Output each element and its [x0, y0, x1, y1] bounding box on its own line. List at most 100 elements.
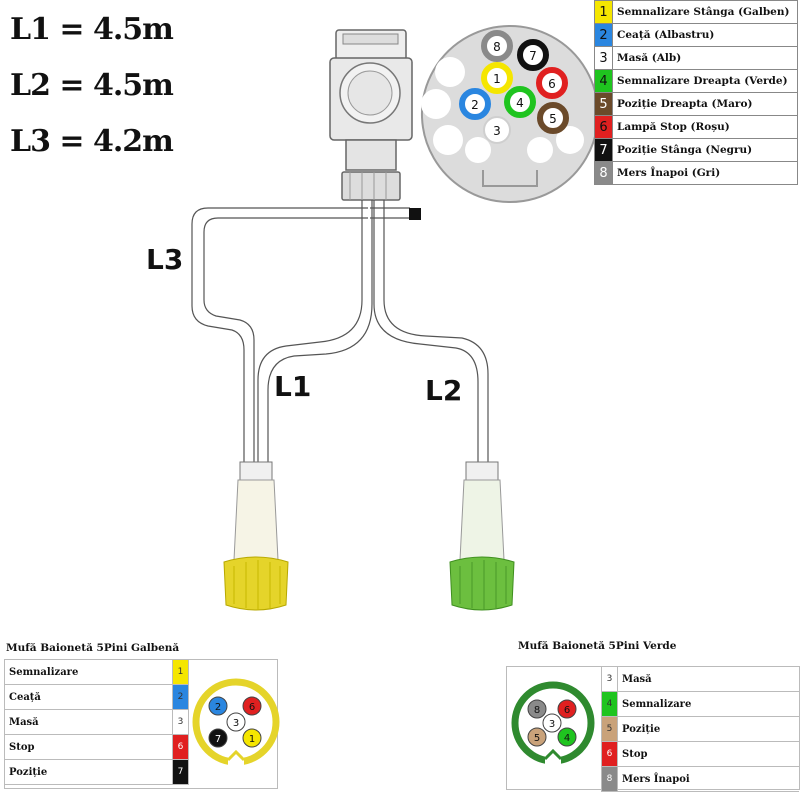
- cable-end-cap: [409, 208, 421, 220]
- main-connector: [329, 29, 413, 201]
- socket-pin-5: 5: [537, 102, 569, 134]
- socket-pin-1: 1: [481, 62, 513, 94]
- yellow-row-swatch: 7: [172, 759, 189, 785]
- green-row-label: Mers Înapoi: [617, 766, 799, 792]
- length-l2: L2 = 4.5m: [10, 68, 174, 103]
- svg-text:3: 3: [549, 719, 555, 730]
- socket-pin-6: 6: [536, 67, 568, 99]
- legend-label: Poziție Dreapta (Maro): [612, 92, 798, 116]
- yellow-plug: [223, 461, 289, 611]
- yellow-pin-3: 3: [226, 712, 246, 732]
- legend-swatch: 8: [594, 161, 613, 185]
- legend-swatch: 4: [594, 69, 613, 93]
- green-plug: [449, 461, 515, 611]
- svg-text:7: 7: [215, 734, 221, 745]
- green-row-swatch: 4: [601, 691, 618, 717]
- green-pin-4: 4: [557, 727, 577, 747]
- cable-label-l2: L2: [425, 374, 462, 407]
- green-row-swatch: 8: [601, 766, 618, 792]
- yellow-pin-1: 1: [242, 728, 262, 748]
- svg-text:7: 7: [529, 49, 537, 63]
- yellow-row-swatch: 3: [172, 709, 189, 735]
- cable-label-l1: L1: [274, 370, 311, 403]
- yellow-pin-6: 6: [242, 696, 262, 716]
- green-row-label: Masă: [617, 667, 799, 692]
- cables: [191, 200, 489, 465]
- yellow-row-swatch: 1: [172, 660, 189, 685]
- svg-text:3: 3: [233, 718, 239, 729]
- yellow-row-label: Semnalizare: [5, 660, 173, 685]
- socket-pin-3: 3: [483, 116, 511, 144]
- green-pin-6: 6: [557, 699, 577, 719]
- green-row-label: Semnalizare: [617, 691, 799, 717]
- yellow-plug-title: Mufă Baionetă 5Pini Galbenă: [6, 642, 180, 654]
- svg-text:6: 6: [548, 77, 556, 91]
- svg-text:8: 8: [493, 40, 501, 54]
- legend-swatch: 5: [594, 92, 613, 116]
- svg-text:1: 1: [493, 72, 501, 86]
- green-row-label: Poziție: [617, 716, 799, 742]
- legend-label: Mers Înapoi (Gri): [612, 161, 798, 185]
- socket-pin-4: 4: [504, 86, 536, 118]
- green-plug-title: Mufă Baionetă 5Pini Verde: [518, 640, 677, 652]
- length-l3: L3 = 4.2m: [10, 124, 174, 159]
- yellow-plug-face: 2 6 3 7 1: [192, 678, 280, 768]
- socket-face: 8 7 1 6 2 4 3 5: [420, 25, 599, 203]
- legend-label: Semnalizare Dreapta (Verde): [612, 69, 798, 93]
- svg-text:5: 5: [549, 112, 557, 126]
- green-row-swatch: 5: [601, 716, 618, 742]
- yellow-row-label: Poziție: [5, 759, 173, 785]
- cable-label-l3: L3: [146, 243, 183, 276]
- svg-text:6: 6: [564, 705, 570, 716]
- svg-text:4: 4: [516, 96, 524, 110]
- svg-text:8: 8: [534, 705, 540, 716]
- legend-swatch: 6: [594, 115, 613, 139]
- green-pin-5: 5: [527, 727, 547, 747]
- legend-label: Lampă Stop (Roșu): [612, 115, 798, 139]
- green-row-label: Stop: [617, 741, 799, 767]
- yellow-row-label: Masă: [5, 709, 173, 735]
- yellow-row-swatch: 6: [172, 734, 189, 760]
- length-l1: L1 = 4.5m: [10, 12, 174, 47]
- svg-text:1: 1: [249, 734, 255, 745]
- yellow-pin-7: 7: [208, 728, 228, 748]
- legend-label: Semnalizare Stânga (Galben): [612, 0, 798, 24]
- yellow-row-label: Stop: [5, 734, 173, 760]
- legend-swatch: 2: [594, 23, 613, 47]
- legend-swatch: 1: [594, 0, 613, 24]
- legend-label: Poziție Stânga (Negru): [612, 138, 798, 162]
- svg-text:3: 3: [493, 124, 501, 138]
- yellow-pin-2: 2: [208, 696, 228, 716]
- socket-pin-2: 2: [459, 88, 491, 120]
- green-plug-face: 8 6 3 5 4: [511, 681, 595, 767]
- green-pin-3: 3: [542, 713, 562, 733]
- legend-label: Ceață (Albastru): [612, 23, 798, 47]
- yellow-row-swatch: 2: [172, 684, 189, 710]
- svg-text:2: 2: [215, 702, 221, 713]
- yellow-row-label: Ceață: [5, 684, 173, 710]
- green-pin-8: 8: [527, 699, 547, 719]
